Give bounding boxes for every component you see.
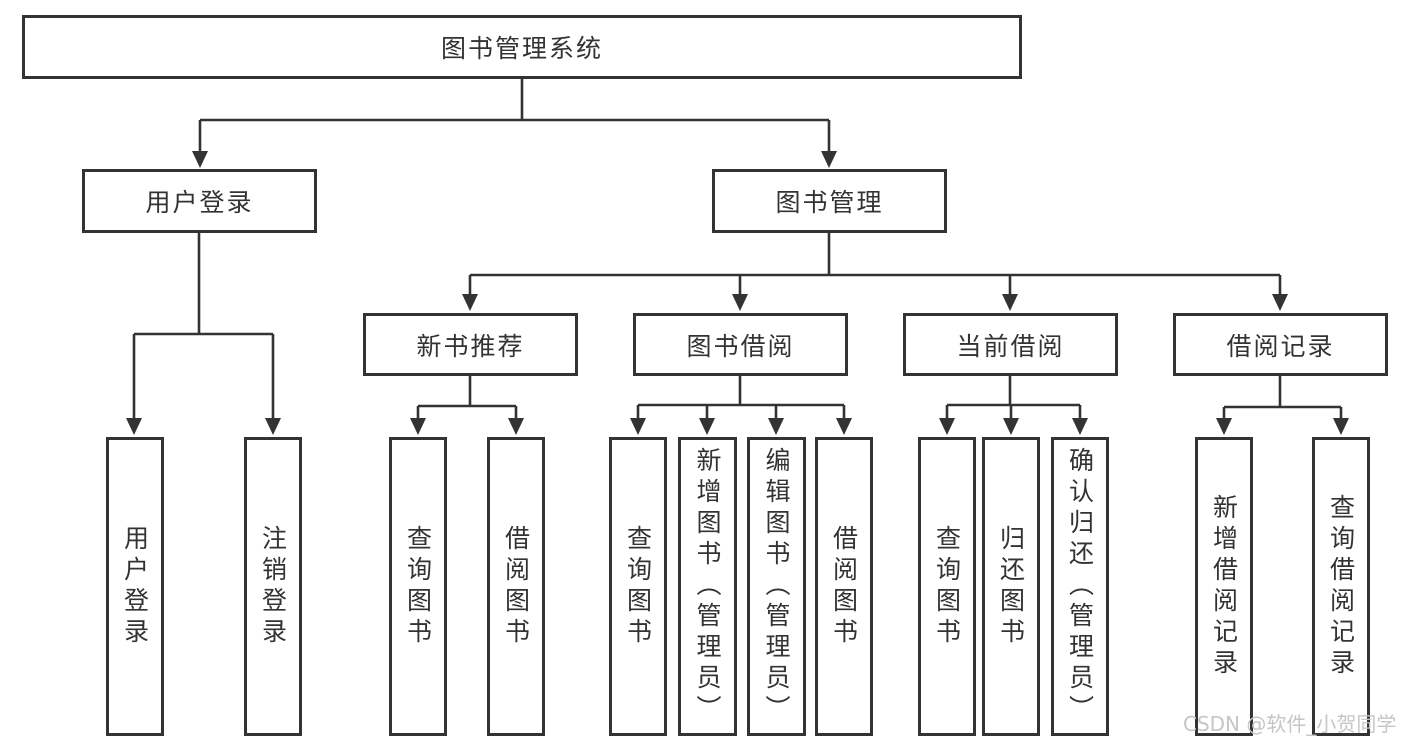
node-root: 图书管理系统 xyxy=(22,15,1022,79)
leaf-user-login: 用户登录 xyxy=(106,437,164,736)
arrow-down-icon xyxy=(192,151,208,168)
arrow-down-icon xyxy=(768,418,784,435)
leaf-query-books-recommend: 查询图书 xyxy=(389,437,447,736)
leaf-label: 新增图书（管理员） xyxy=(693,447,722,726)
arrow-down-icon xyxy=(732,294,748,311)
leaf-query-books-borrow: 查询图书 xyxy=(609,437,667,736)
leaf-label: 查询图书 xyxy=(932,524,962,649)
leaf-query-borrow-record: 查询借阅记录 xyxy=(1312,437,1370,736)
csdn-watermark: CSDN @软件_小贺同学 xyxy=(1183,712,1397,736)
leaf-logout-login: 注销登录 xyxy=(244,437,302,736)
arrow-down-icon xyxy=(508,418,524,435)
leaf-return-books: 归还图书 xyxy=(982,437,1040,736)
leaf-label: 查询图书 xyxy=(403,524,433,649)
leaf-label: 查询借阅记录 xyxy=(1326,493,1356,680)
arrow-down-icon xyxy=(1072,418,1088,435)
arrow-down-icon xyxy=(630,418,646,435)
arrow-down-icon xyxy=(939,418,955,435)
leaf-label: 确认归还（管理员） xyxy=(1065,447,1095,726)
node-current-borrow: 当前借阅 xyxy=(903,313,1118,376)
arrow-down-icon xyxy=(836,418,852,435)
leaf-borrow-books-recommend: 借阅图书 xyxy=(487,437,545,736)
node-user-login: 用户登录 xyxy=(82,169,317,233)
leaf-label: 借阅图书 xyxy=(829,524,859,649)
leaf-label: 编辑图书（管理员） xyxy=(762,447,791,726)
node-borrow-records: 借阅记录 xyxy=(1173,313,1388,376)
arrow-down-icon xyxy=(699,418,715,435)
arrow-down-icon xyxy=(1333,418,1349,435)
arrow-down-icon xyxy=(1272,294,1288,311)
arrow-down-icon xyxy=(1216,418,1232,435)
arrow-down-icon xyxy=(821,151,837,168)
leaf-add-borrow-record: 新增借阅记录 xyxy=(1195,437,1253,736)
node-book-management: 图书管理 xyxy=(712,169,947,233)
leaf-add-books-admin: 新增图书（管理员） xyxy=(678,437,737,736)
leaf-query-books-current: 查询图书 xyxy=(918,437,976,736)
node-new-book-recommend: 新书推荐 xyxy=(363,313,578,376)
arrow-down-icon xyxy=(1002,294,1018,311)
leaf-edit-books-admin: 编辑图书（管理员） xyxy=(747,437,806,736)
leaf-label: 借阅图书 xyxy=(501,524,531,649)
node-book-borrow: 图书借阅 xyxy=(633,313,848,376)
leaf-label: 归还图书 xyxy=(996,524,1026,649)
arrow-down-icon xyxy=(410,418,426,435)
leaf-label: 注销登录 xyxy=(258,524,288,649)
leaf-borrow-books: 借阅图书 xyxy=(815,437,873,736)
arrow-down-icon xyxy=(265,418,281,435)
leaf-confirm-return-admin: 确认归还（管理员） xyxy=(1051,437,1109,736)
arrow-down-icon xyxy=(462,294,478,311)
leaf-label: 用户登录 xyxy=(120,524,150,649)
arrow-down-icon xyxy=(1003,418,1019,435)
leaf-label: 新增借阅记录 xyxy=(1209,493,1239,680)
leaf-label: 查询图书 xyxy=(623,524,653,649)
arrow-down-icon xyxy=(126,418,142,435)
